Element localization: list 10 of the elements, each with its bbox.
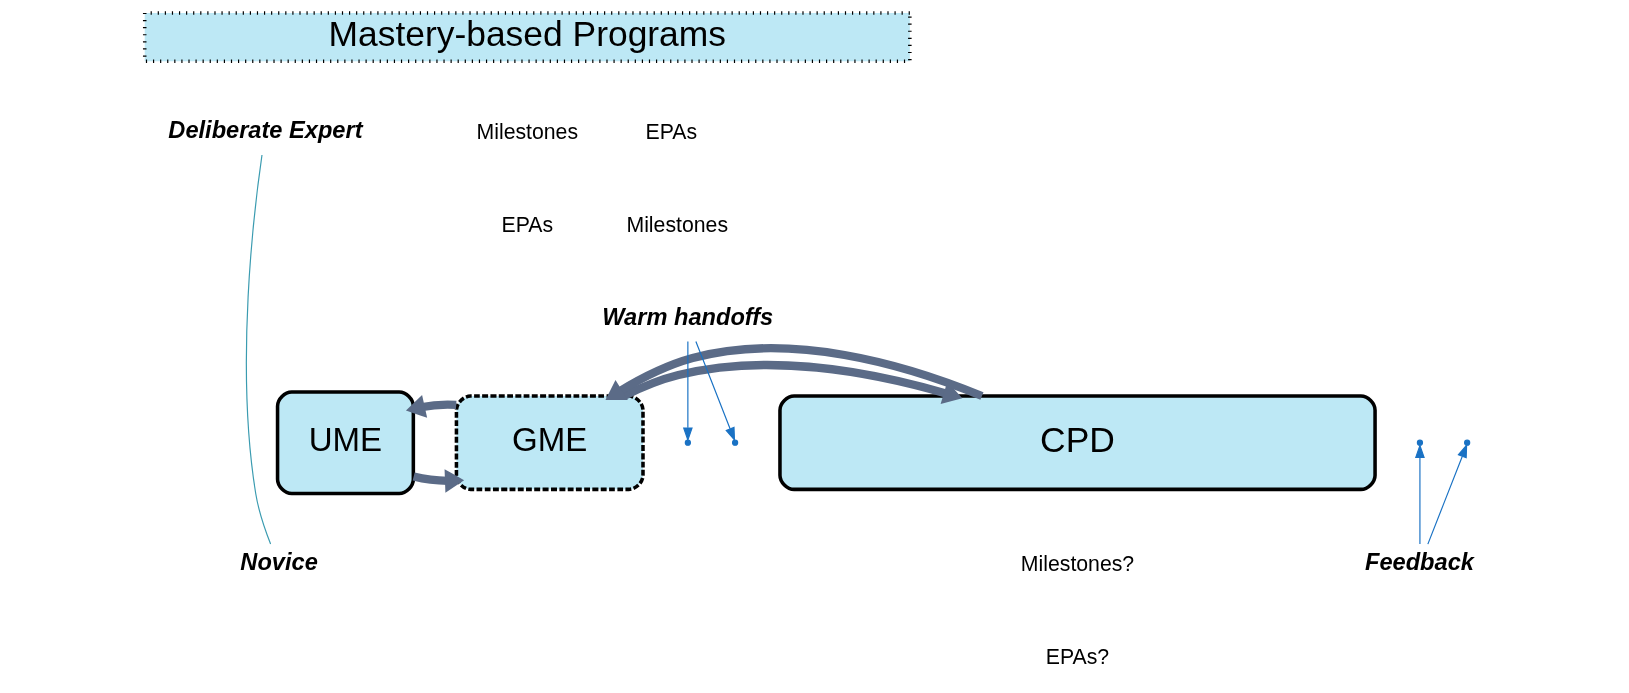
node-text: Novice (240, 549, 318, 576)
node-text: Deliberate Expert (168, 117, 363, 144)
label: Milestones? (1020, 551, 1135, 576)
node-text: Feedback (1365, 549, 1474, 576)
label: Milestones (626, 212, 729, 237)
node-text: Warm handoffs (602, 303, 774, 330)
label: Milestones (476, 119, 579, 144)
label: EPAs? (1045, 645, 1110, 669)
label: EPAs (645, 119, 698, 144)
label: EPAs (501, 212, 554, 237)
